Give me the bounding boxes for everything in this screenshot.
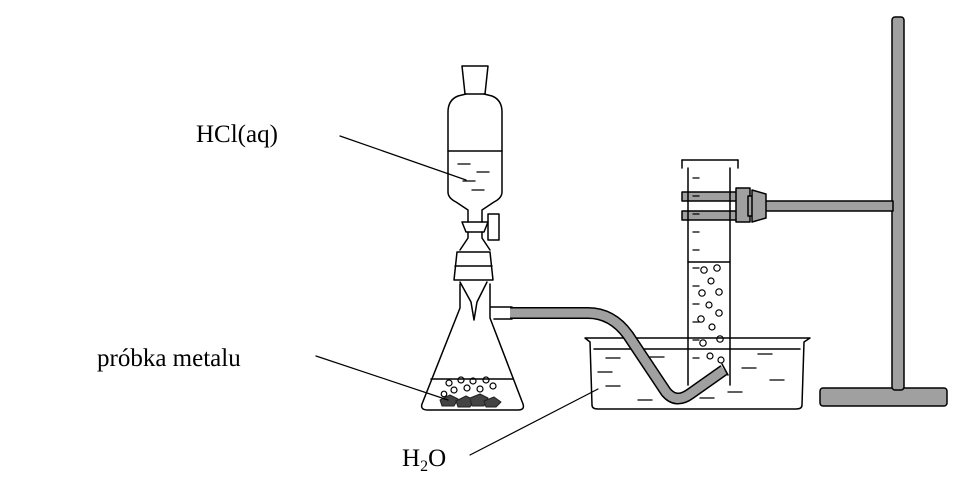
trough-outline (584, 337, 811, 410)
gas-bubbles-cylinder (697, 264, 725, 364)
stand-rod (891, 16, 905, 391)
label-water-subscript: 2 (420, 458, 429, 475)
funnel-body (447, 93, 503, 223)
dropping-funnel (447, 65, 503, 251)
delivery-tube (510, 307, 729, 405)
label-hcl: HCl(aq) (196, 121, 278, 148)
flask-outline (420, 283, 525, 411)
ring-stand (759, 16, 948, 407)
cylinder-graduations (692, 177, 700, 359)
clamp-jaw-top (681, 191, 741, 202)
metal-sample (439, 393, 502, 408)
label-water-o: O (428, 445, 447, 472)
funnel-stem-inner (459, 281, 488, 321)
clamp-arm (759, 200, 894, 212)
leader-line-acid (339, 135, 467, 181)
clamp-jaw-bottom (681, 210, 741, 221)
leader-line-sample (315, 355, 449, 401)
stopcock-body (461, 221, 489, 233)
funnel-lower-stem (459, 231, 491, 251)
water-trough (584, 337, 811, 410)
funnel-stopper (461, 65, 489, 95)
stopper-cone (453, 251, 494, 281)
label-water: H2O (402, 446, 446, 475)
clamp (681, 187, 767, 223)
clamp-screw-wing (751, 189, 767, 223)
label-water-h: H (402, 445, 421, 472)
gas-bubbles-flask (440, 376, 497, 398)
erlenmeyer-flask (420, 283, 525, 411)
funnel-liquid-marks (457, 163, 490, 191)
stand-base (819, 387, 948, 407)
label-metal-sample: próbka metalu (97, 345, 241, 372)
stopcock-handle (487, 213, 500, 241)
leader-line-water (469, 388, 599, 456)
flask-stopper (453, 251, 494, 321)
trough-water-marks (597, 353, 785, 401)
